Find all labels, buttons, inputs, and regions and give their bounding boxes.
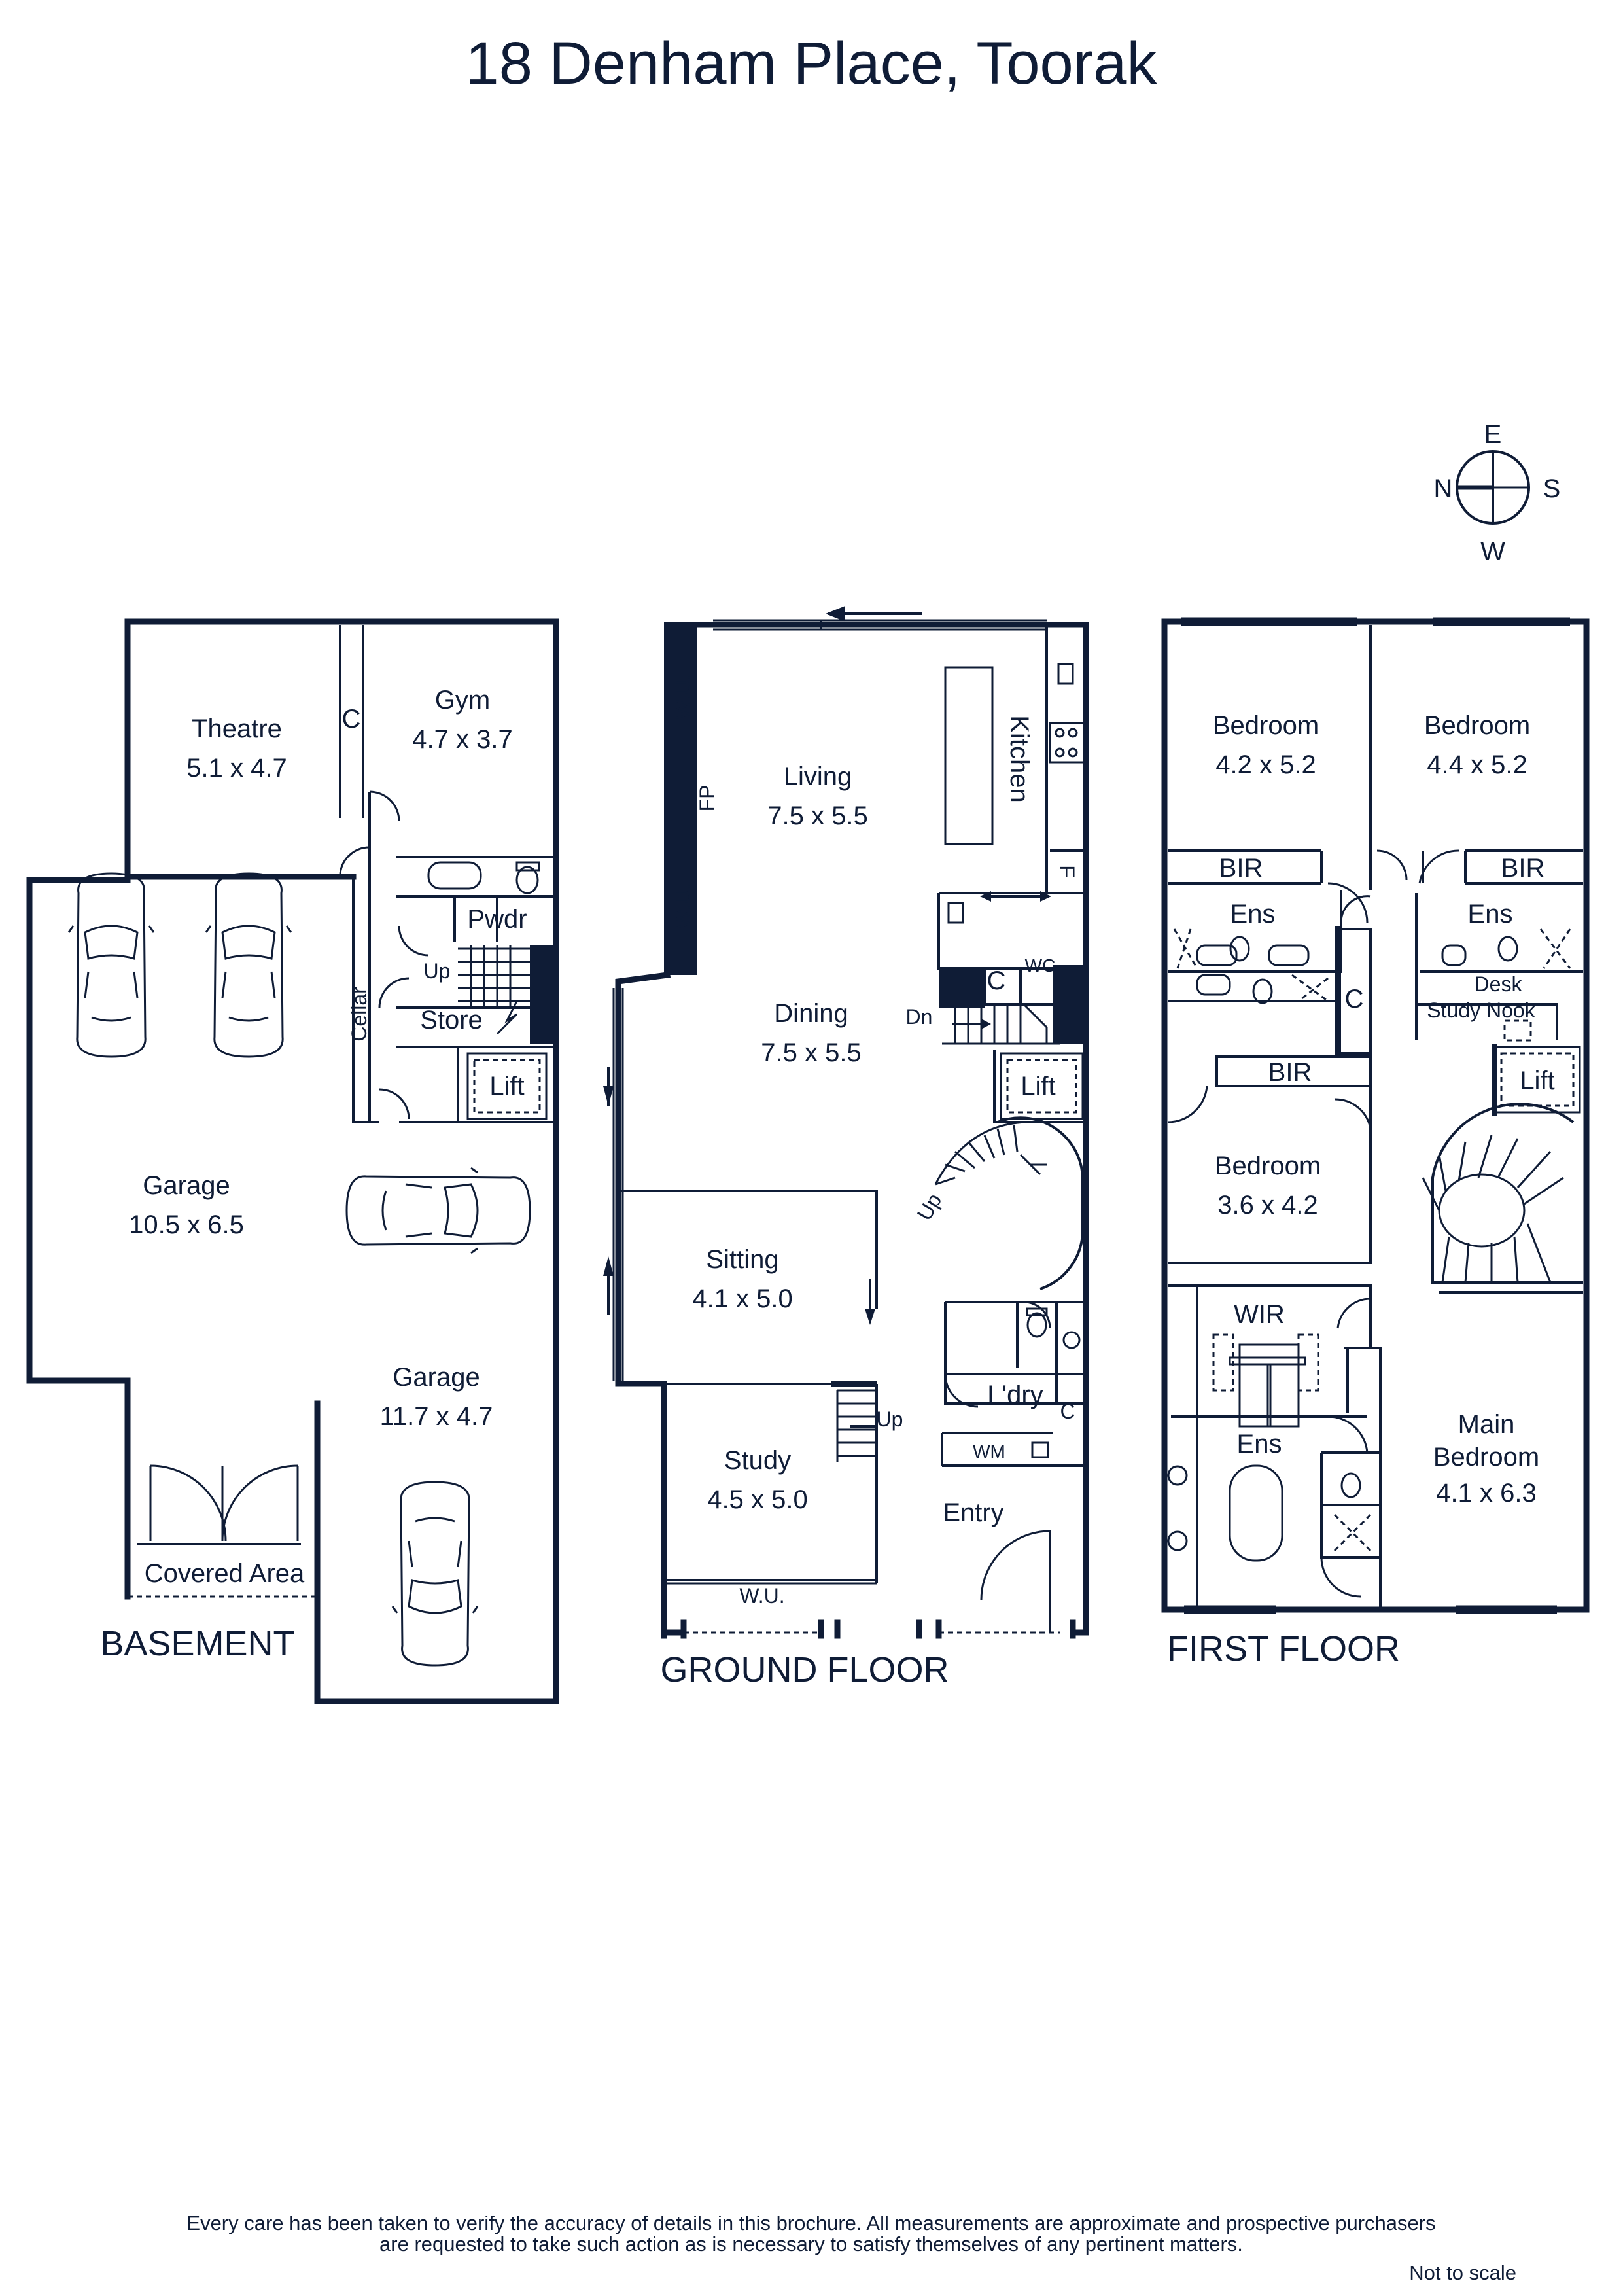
bir-label-3: BIR <box>1268 1058 1312 1087</box>
ground-stairs-down <box>942 1003 1060 1045</box>
compass-north: N <box>1434 474 1453 503</box>
living-name: Living <box>784 762 852 791</box>
compass-south: S <box>1543 474 1561 503</box>
ground-lift: Lift <box>1021 1072 1055 1101</box>
car-icon-3 <box>345 1167 531 1254</box>
basement-floor-label: BASEMENT <box>100 1624 294 1663</box>
compass-east: E <box>1484 420 1502 449</box>
first-floor-label: FIRST FLOOR <box>1167 1629 1400 1669</box>
page-title: 18 Denham Place, Toorak <box>466 30 1158 97</box>
basement-lift: Lift <box>489 1072 524 1101</box>
sitting-name: Sitting <box>706 1245 778 1274</box>
wm-label: WM <box>973 1441 1005 1462</box>
dining-dims: 7.5 x 5.5 <box>761 1038 861 1067</box>
main-bed-name2: Bedroom <box>1433 1443 1539 1472</box>
fp-label: FP <box>695 785 719 812</box>
ground-floor-label: GROUND FLOOR <box>660 1650 949 1689</box>
garage2-name: Garage <box>393 1363 480 1392</box>
wir-label: WIR <box>1234 1300 1285 1329</box>
desk-label: Desk <box>1475 972 1523 996</box>
disclaimer-line-2: are requested to take such action as is … <box>379 2233 1243 2255</box>
study-name: Study <box>724 1446 791 1475</box>
basement-closet: C <box>342 705 361 733</box>
ens-label-3: Ens <box>1237 1430 1282 1458</box>
garage1-name: Garage <box>143 1171 230 1200</box>
compass-west: W <box>1480 537 1505 566</box>
laundry-closet: C <box>1060 1400 1075 1423</box>
bir-label-2: BIR <box>1501 854 1545 883</box>
bed2-name: Bedroom <box>1424 711 1530 740</box>
study-stairs <box>836 1389 878 1462</box>
main-bed-name: Main <box>1458 1410 1515 1439</box>
first-lift: Lift <box>1520 1067 1554 1095</box>
bed3-dims: 3.6 x 4.2 <box>1217 1191 1318 1220</box>
sitting-dims: 4.1 x 5.0 <box>692 1284 792 1313</box>
ground-up-stair: Up <box>913 1190 947 1224</box>
not-to-scale: Not to scale <box>1409 2261 1516 2284</box>
basement-plan: Theatre 5.1 x 4.7 C Gym 4.7 x 3.7 Pwdr U… <box>26 618 559 1704</box>
gym-dims: 4.7 x 3.7 <box>412 725 512 754</box>
ground-closet: C <box>987 966 1006 995</box>
bir-label-1: BIR <box>1219 854 1263 883</box>
pwdr-label: Pwdr <box>467 905 527 934</box>
gym-name: Gym <box>435 686 490 715</box>
wu-label-1: W.U. <box>671 674 695 719</box>
ens-label-1: Ens <box>1230 900 1276 928</box>
theatre-name: Theatre <box>192 715 282 743</box>
study-up: Up <box>877 1407 903 1431</box>
car-icon-2 <box>205 872 292 1058</box>
ground-floor-plan: W.U. FP W.U. Living 7.5 x 5.5 Kitchen F … <box>603 606 1089 1689</box>
dining-name: Dining <box>774 999 848 1028</box>
study-dims: 4.5 x 5.0 <box>707 1485 807 1514</box>
garage2-dims: 11.7 x 4.7 <box>380 1402 493 1431</box>
theatre-dims: 5.1 x 4.7 <box>186 754 287 783</box>
living-dims: 7.5 x 5.5 <box>767 802 867 830</box>
basement-up: Up <box>424 959 451 983</box>
bed1-dims: 4.2 x 5.2 <box>1215 751 1316 779</box>
fridge-label: F <box>1055 865 1079 878</box>
kitchen-label: Kitchen <box>1005 715 1034 802</box>
wu-label-2: W.U. <box>671 883 695 928</box>
main-bed-dims: 4.1 x 6.3 <box>1436 1479 1536 1508</box>
store-label: Store <box>420 1006 483 1034</box>
study-nook-label: Study Nook <box>1427 998 1535 1022</box>
car-icon-4 <box>391 1481 479 1667</box>
wu-label-3: W.U. <box>739 1584 784 1608</box>
bed1-name: Bedroom <box>1213 711 1319 740</box>
ground-wc: WC <box>1025 955 1056 976</box>
laundry-label: L'dry <box>987 1381 1043 1409</box>
car-icon-1 <box>67 872 155 1058</box>
bed3-name: Bedroom <box>1215 1152 1321 1180</box>
garage1-dims: 10.5 x 6.5 <box>129 1210 244 1239</box>
ground-spiral-stair <box>934 1116 1084 1290</box>
first-closet: C <box>1345 985 1364 1014</box>
covered-area-label: Covered Area <box>145 1559 305 1588</box>
basement-stairs <box>458 945 553 1044</box>
ground-dn: Dn <box>906 1005 933 1029</box>
first-floor-plan: Bedroom 4.2 x 5.2 Bedroom 4.4 x 5.2 BIR … <box>1161 617 1590 1669</box>
ens-label-2: Ens <box>1468 900 1513 928</box>
cellar-label: Cellar <box>347 987 371 1042</box>
disclaimer-line-1: Every care has been taken to verify the … <box>186 2212 1435 2234</box>
entry-label: Entry <box>943 1498 1003 1527</box>
compass-icon: E N S W <box>1434 420 1561 566</box>
bed2-dims: 4.4 x 5.2 <box>1427 751 1527 779</box>
first-spiral-stair <box>1422 1103 1583 1294</box>
